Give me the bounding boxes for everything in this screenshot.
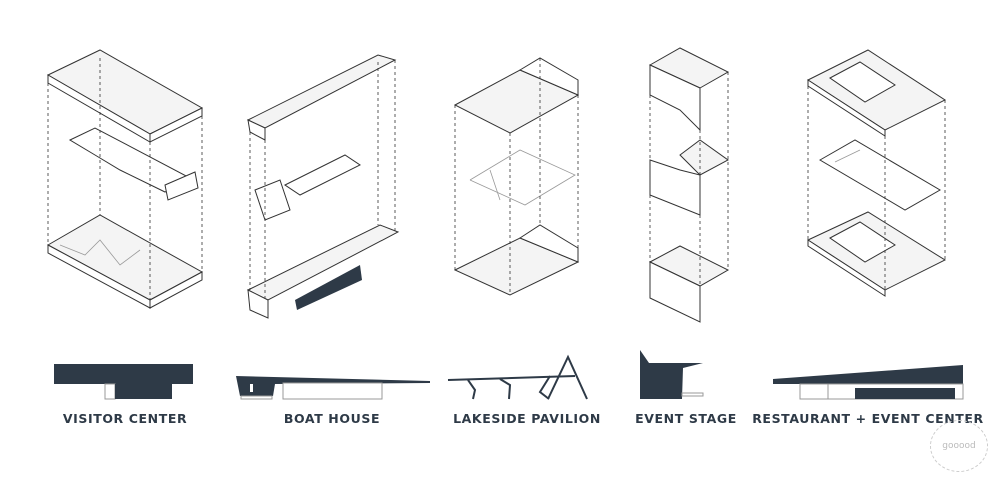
label-boat-house: BOAT HOUSE [283,411,381,426]
label-lakeside-pavilion: LAKESIDE PAVILION [453,411,601,426]
boat-house-section [236,376,430,400]
boat-house-axon [246,54,400,319]
restaurant-section [773,365,964,400]
event-stage-section [640,350,704,399]
label-restaurant-event-center: RESTAURANT + EVENT CENTER [752,411,984,426]
visitor-center-axon [46,49,204,309]
lakeside-pavilion-section [447,354,588,400]
visitor-center-section [54,364,193,400]
watermark-logo: gooood [930,420,988,472]
restaurant-axon [806,49,947,297]
lakeside-pavilion-axon [453,57,580,296]
label-visitor-center: VISITOR CENTER [62,411,188,426]
label-event-stage: EVENT STAGE [635,411,737,426]
event-stage-axon [648,47,730,323]
